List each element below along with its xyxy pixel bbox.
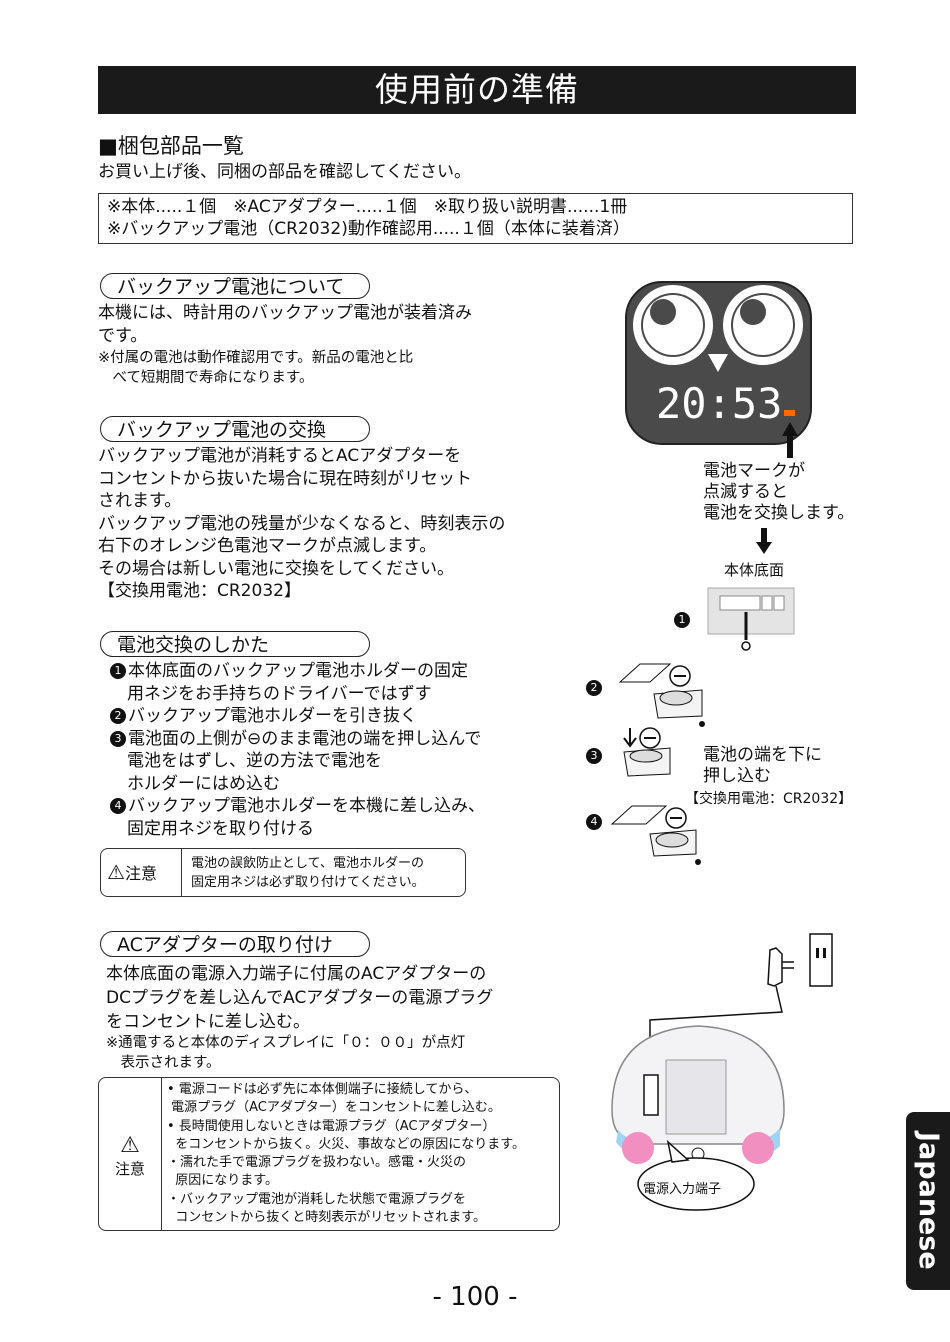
holder-insert-illustration <box>610 805 701 865</box>
caution-text: 電池の誤飲防止として、電池ホルダーの 固定用ネジは必ず取り付けてください。 <box>191 856 425 890</box>
backup-about-body: 本機には、時計用のバックアップ電池が装着済み です。 <box>98 303 472 346</box>
replacement-battery-label: 【交換用電池：CR2032】 <box>685 791 853 807</box>
page-title: 使用前の準備 <box>98 66 856 114</box>
bottom-panel-illustration <box>707 587 795 651</box>
holder-pull-illustration <box>618 663 705 727</box>
bottom-label: 本体底面 <box>724 561 785 579</box>
package-list-box: ※本体.....１個 ※ACアダプター.....１個 ※取り扱い説明書.....… <box>98 193 853 244</box>
up-arrow-icon <box>782 422 798 458</box>
warning-icon: ⚠ <box>120 1133 140 1158</box>
step-text: バックアップ電池ホルダーを本機に差し込み、 固定用ネジを取り付ける <box>126 796 485 839</box>
backup-about-note: ※付属の電池は動作確認用です。新品の電池と比 べて短期間で寿命になります。 <box>98 350 414 386</box>
adapter-plug-icon <box>767 947 783 987</box>
page-number: - 100 - <box>432 1282 518 1312</box>
caution-label: ⚠注意 <box>107 860 157 884</box>
package-intro: お買い上げ後、同梱の部品を確認してください。 <box>98 162 471 182</box>
power-jack-label: 電源入力端子 <box>643 1182 722 1197</box>
caution-box-battery: ⚠注意 電池の誤飲防止として、電池ホルダーの 固定用ネジは必ず取り付けてください… <box>100 848 466 897</box>
step-number: 2 <box>110 708 126 724</box>
section-ac-adapter: ACアダプターの取り付け <box>100 931 370 957</box>
step-marker-4: 4 <box>586 812 604 831</box>
step3-note: 電池の端を下に 押し込む <box>703 745 822 786</box>
section-backup-about: バックアップ電池について <box>100 273 370 299</box>
section-backup-replace: バックアップ電池の交換 <box>100 416 370 442</box>
wall-outlet-icon <box>809 933 833 987</box>
step-number: 3 <box>110 730 126 747</box>
caution-label: ⚠ 注意 <box>99 1133 161 1179</box>
step-text: バックアップ電池ホルダーを引き抜く <box>128 706 417 726</box>
caution-items: • 電源コードは必ず先に本体側端子に接続してから、 電源プラグ（ACアダプター）… <box>167 1082 525 1226</box>
step-number: 1 <box>110 663 126 679</box>
language-tab-label: Japanese <box>913 1132 944 1270</box>
step-text: 電池面の上側が⊖のまま電池の端を押し込んで 電池をはずし、逆の方法で電池を ホル… <box>126 728 482 794</box>
step-marker-3: 3 <box>586 746 604 765</box>
down-arrow-icon <box>756 528 772 554</box>
step-text: 本体底面のバックアップ電池ホルダーの固定 用ネジをお手持ちのドライバーではずす <box>126 661 468 704</box>
package-heading: ■梱包部品一覧 <box>98 134 244 158</box>
step-number: 4 <box>110 798 126 814</box>
ac-adapter-body: 本体底面の電源入力端子に付属のACアダプターの DCプラグを差し込んでACアダプ… <box>106 964 494 1032</box>
clock-illustration: 20:53 <box>625 281 812 445</box>
package-line-2: ※バックアップ電池（CR2032)動作確認用.....１個（本体に装着済） <box>107 219 630 239</box>
ac-adapter-note: ※通電すると本体のディスプレイに「０：００」が点灯 表示されます。 <box>106 1035 466 1071</box>
section-how-to: 電池交換のしかた <box>100 631 370 657</box>
battery-mark-note: 電池マークが 点滅すると 電池を交換します。 <box>703 461 855 523</box>
caution-box-ac: ⚠ 注意 • 電源コードは必ず先に本体側端子に接続してから、 電源プラグ（ACア… <box>98 1077 560 1231</box>
step-marker-2: 2 <box>586 678 604 697</box>
battery-push-illustration <box>623 727 671 777</box>
ac-adapter-illustration <box>611 933 833 1211</box>
backup-replace-body: バックアップ電池が消耗するとACアダプターを コンセントから抜いた場合に現在時刻… <box>98 446 506 601</box>
dc-plug-icon <box>643 1074 659 1116</box>
battery-mark-icon <box>784 410 795 416</box>
step-marker-1: 1 <box>674 610 692 629</box>
package-line-1: ※本体.....１個 ※ACアダプター.....１個 ※取り扱い説明書.....… <box>107 197 628 217</box>
clock-time: 20:53 <box>656 379 782 428</box>
language-tab <box>906 1112 950 1290</box>
warning-icon: ⚠ <box>107 860 125 884</box>
